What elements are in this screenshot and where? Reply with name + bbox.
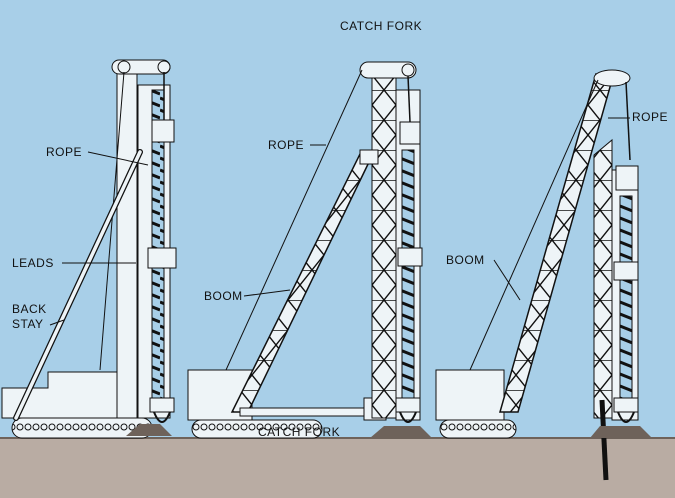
label-leads: LEADS (12, 256, 54, 270)
crawler-track-3 (439, 419, 517, 439)
label-boom-3: BOOM (446, 253, 485, 267)
label-rope-1: ROPE (46, 145, 82, 159)
mast-3 (593, 138, 613, 419)
crawler-track-2 (191, 419, 323, 439)
title-catch-fork: CATCH FORK (340, 19, 422, 33)
label-rope-3: ROPE (632, 110, 668, 124)
label-catch-fork-2: CATCH FORK (258, 425, 340, 439)
pile-3 (599, 399, 609, 481)
machine-leads-type (1, 59, 177, 439)
label-back: BACK (12, 302, 47, 316)
rope-2 (225, 69, 363, 371)
clamp-1 (147, 247, 177, 269)
machine-body-3 (435, 369, 505, 421)
auger-bit-1 (153, 411, 171, 423)
auger-3 (619, 195, 633, 407)
motor-1 (151, 119, 175, 143)
label-stay: STAY (12, 317, 44, 331)
auger-2 (401, 149, 415, 406)
rope-3 (469, 79, 599, 371)
motor-3 (615, 165, 639, 191)
leader-boom-3 (493, 259, 521, 301)
leader-boom-2 (243, 289, 291, 297)
machine-tall-boom (435, 69, 652, 481)
motor-2 (399, 121, 421, 145)
leader-rope-1 (87, 151, 149, 166)
pit-1 (126, 424, 172, 436)
label-rope-2: ROPE (268, 138, 304, 152)
mast-2 (371, 77, 397, 419)
leader-back-stay (49, 319, 65, 326)
catch-fork-bar (239, 407, 381, 417)
label-boom-2: BOOM (204, 289, 243, 303)
machine-boom-catch-fork (187, 61, 432, 439)
rope-1b (99, 71, 125, 371)
top-sheave-2 (359, 61, 417, 79)
ground (0, 438, 675, 498)
